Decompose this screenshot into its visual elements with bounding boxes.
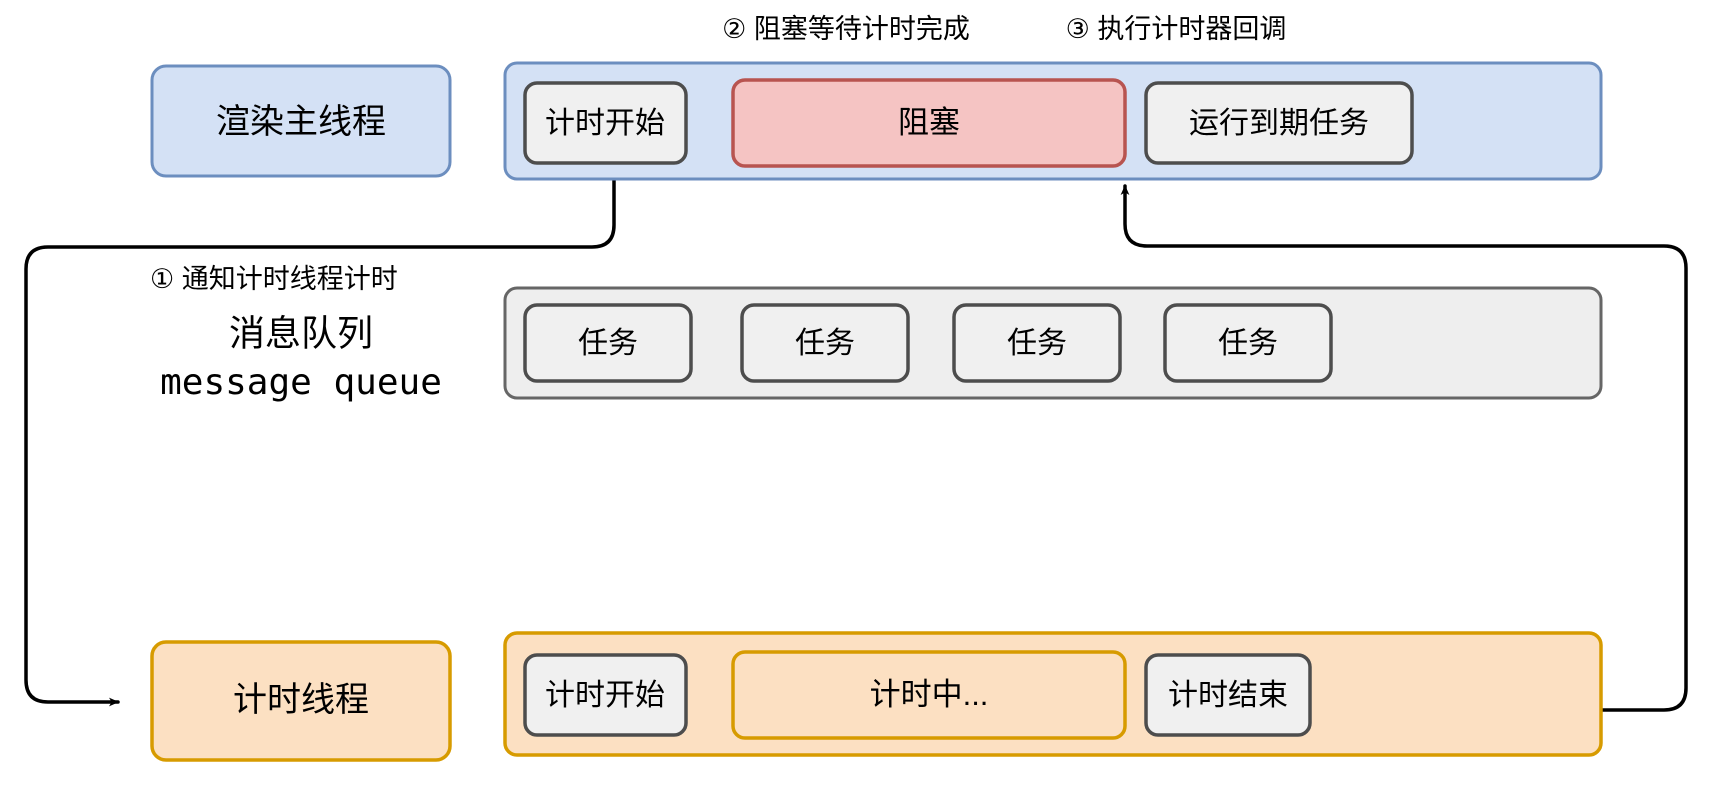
block-label-timing-end: 计时结束: [1168, 679, 1288, 712]
block-task-2[interactable]: [740, 303, 910, 383]
block-label-task-4: 任务: [1218, 327, 1278, 360]
block-label-task-3: 任务: [1007, 327, 1067, 360]
connector-timer-callback: [1120, 184, 1688, 712]
lane-timer-thread: 计时线程 计时开始 计时中... 计时结束: [150, 631, 1603, 762]
lane-label-message-queue-cn: 消息队列: [229, 313, 373, 354]
block-timing-end[interactable]: [1144, 653, 1312, 737]
connector-notify-timer-thread: [24, 165, 616, 707]
block-label-timing-in-progress: 计时中...: [870, 677, 989, 712]
block-label-task-1: 任务: [578, 327, 638, 360]
lane-label-render-main-thread: 渲染主线程: [216, 103, 386, 141]
lane-render-main-thread: 渲染主线程 计时开始 阻塞 运行到期任务: [150, 61, 1603, 181]
block-task-3[interactable]: [952, 303, 1122, 383]
annotation-step-3: ③ 执行计时器回调: [1066, 14, 1287, 44]
block-timing-in-progress[interactable]: [731, 650, 1127, 740]
lane-message-queue: 消息队列 message queue 任务 任务 任务 任务: [160, 286, 1603, 403]
block-timing-start-main[interactable]: [523, 81, 688, 165]
annotation-step-1: ① 通知计时线程计时: [150, 264, 398, 294]
block-label-run-due-task: 运行到期任务: [1189, 107, 1369, 140]
block-task-1[interactable]: [523, 303, 693, 383]
block-label-timing-start-main: 计时开始: [545, 107, 665, 140]
annotation-step-2: ② 阻塞等待计时完成: [722, 14, 970, 44]
lane-label-box-timer-thread: [150, 640, 452, 762]
lane-label-message-queue-en: message queue: [160, 362, 442, 403]
block-task-4[interactable]: [1163, 303, 1333, 383]
block-label-task-2: 任务: [795, 327, 855, 360]
block-run-due-task[interactable]: [1144, 81, 1414, 165]
lane-label-box-render-main-thread: [150, 64, 452, 178]
lane-label-timer-thread: 计时线程: [233, 681, 369, 719]
block-label-timing-start-timer: 计时开始: [545, 679, 665, 712]
block-label-blocked: 阻塞: [898, 105, 960, 140]
block-timing-start-timer[interactable]: [523, 653, 688, 737]
block-blocked[interactable]: [731, 78, 1127, 168]
